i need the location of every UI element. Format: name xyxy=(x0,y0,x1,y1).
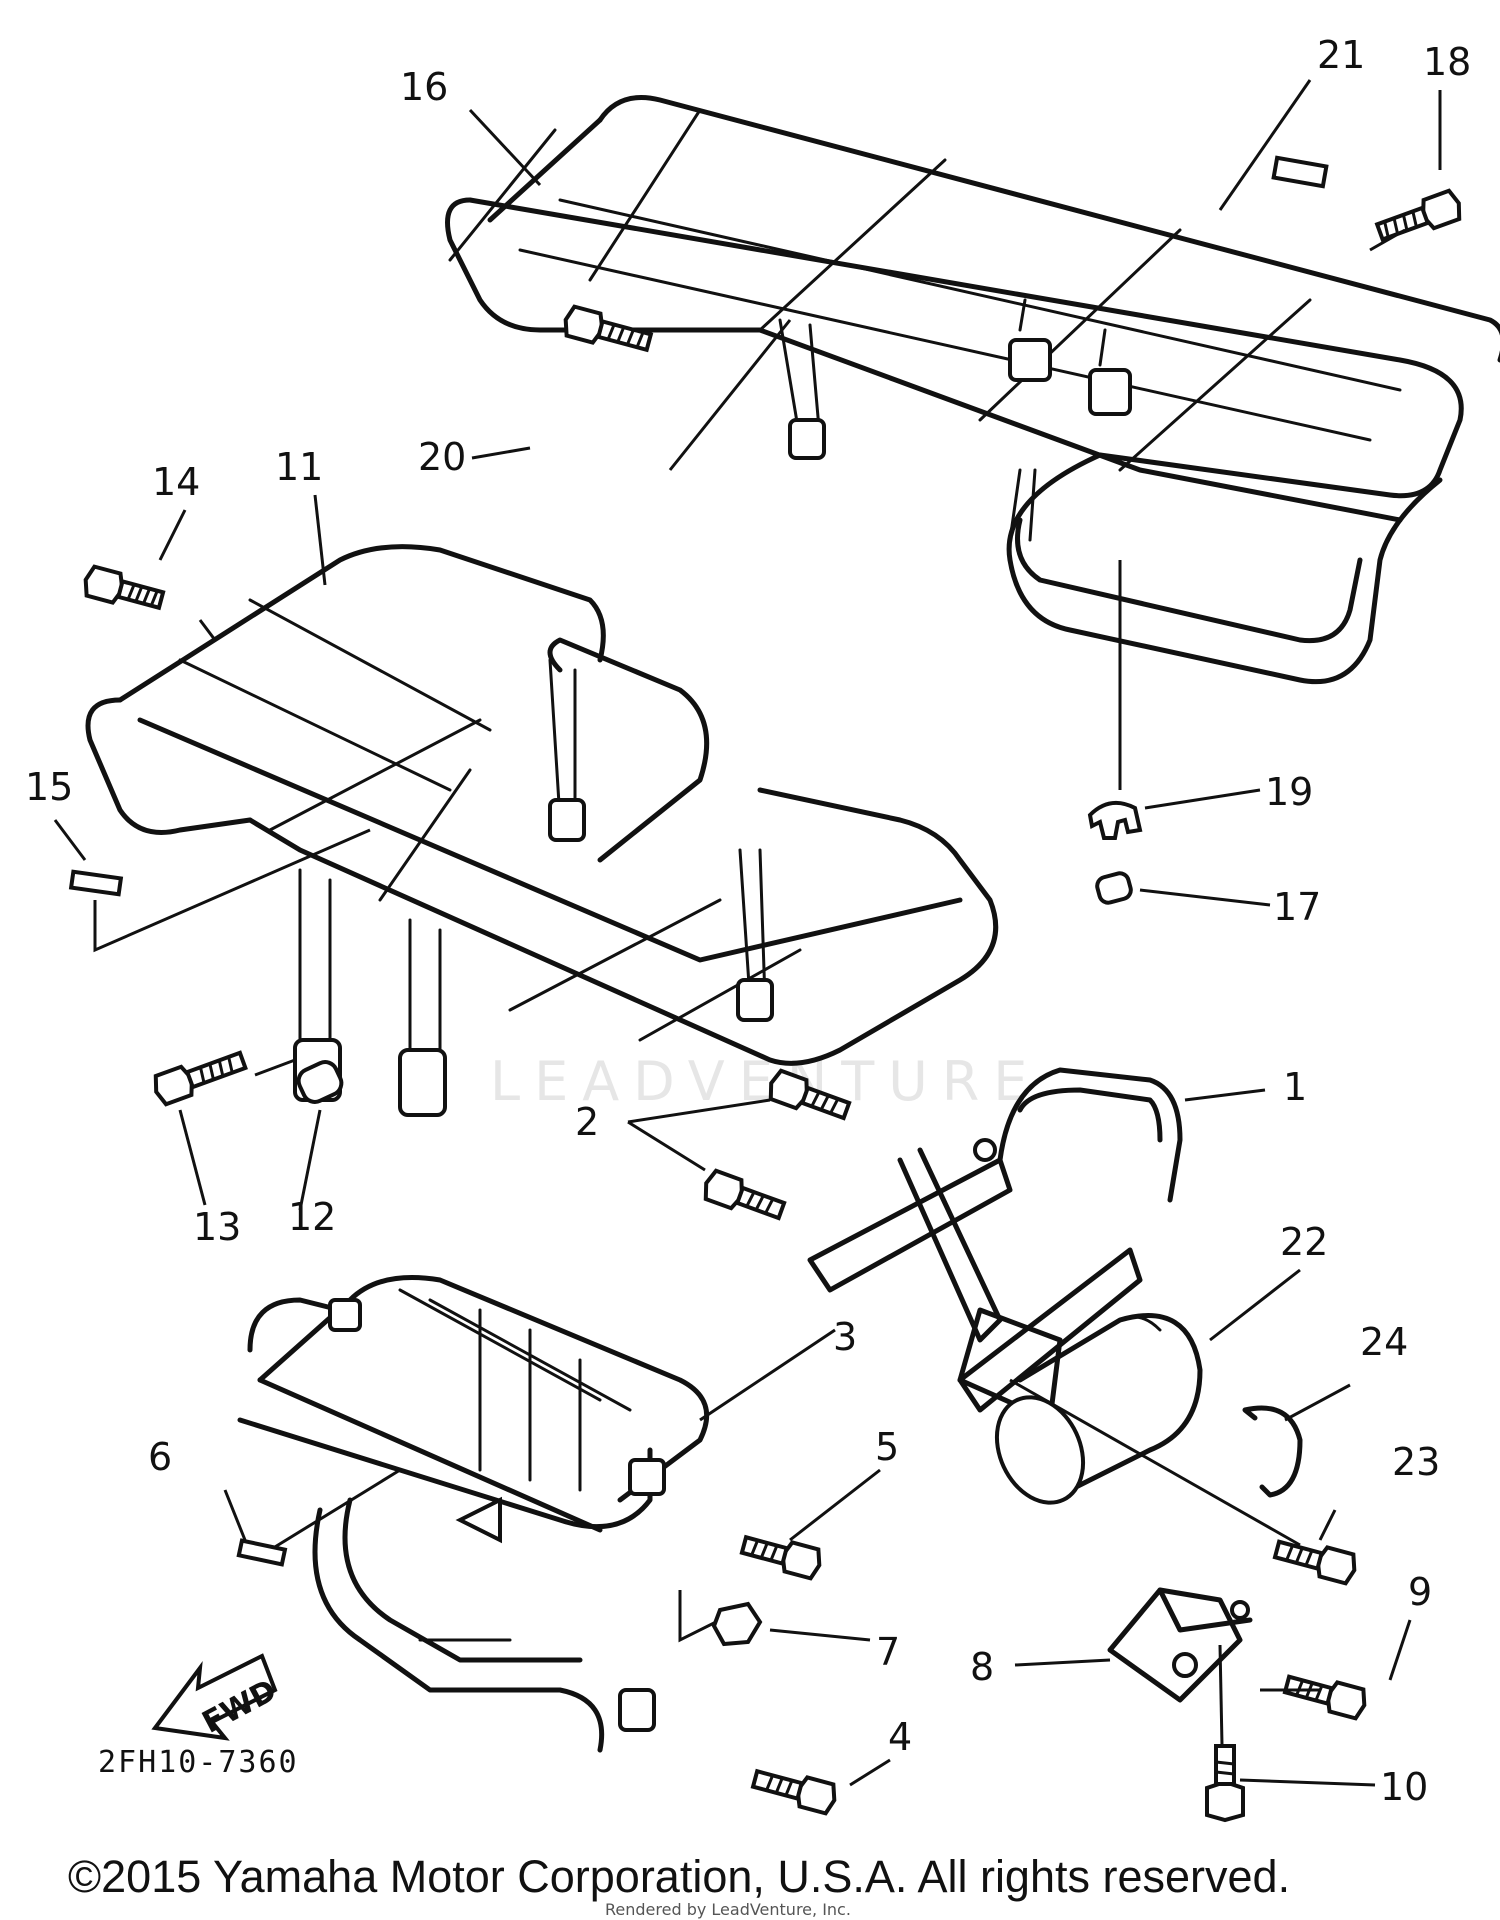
bolt-part-4 xyxy=(750,1768,837,1816)
callout-10: 10 xyxy=(1380,1765,1428,1809)
collar-part-12 xyxy=(296,1060,344,1104)
leader-20 xyxy=(668,319,792,471)
callout-12: 12 xyxy=(288,1195,336,1239)
callout-24: 24 xyxy=(1360,1320,1408,1364)
rear-carrier-part-16 xyxy=(445,95,1500,685)
nut-part-7 xyxy=(711,1601,763,1647)
callout-11: 11 xyxy=(275,445,323,489)
callout-17: 17 xyxy=(1273,885,1321,929)
bolt-part-23 xyxy=(1272,1539,1357,1586)
bolt-part-5 xyxy=(739,1534,822,1581)
callout-2: 2 xyxy=(575,1100,599,1144)
callout-19: 19 xyxy=(1265,770,1313,814)
leader-7 xyxy=(678,1590,721,1643)
callout-21: 21 xyxy=(1317,33,1365,77)
callout-22: 22 xyxy=(1280,1220,1328,1264)
bolt-part-20 xyxy=(563,304,654,353)
callout-4: 4 xyxy=(888,1715,912,1759)
callout-15: 15 xyxy=(25,765,73,809)
callout-6: 6 xyxy=(148,1435,172,1479)
clip-part-24 xyxy=(1242,1405,1303,1498)
leader-15 xyxy=(93,828,371,953)
label-part-21 xyxy=(1271,155,1329,189)
fwd-arrow-icon: FWD xyxy=(151,1653,282,1741)
callout-7: 7 xyxy=(876,1630,900,1674)
front-carrier-part-11 xyxy=(85,544,999,1117)
callout-18: 18 xyxy=(1423,40,1471,84)
bolt-part-14 xyxy=(83,564,166,611)
bolt-part-2a xyxy=(768,1068,852,1121)
callout-8: 8 xyxy=(970,1645,994,1689)
leader-10-axis xyxy=(1218,1644,1224,1746)
clip-part-19 xyxy=(1087,800,1143,840)
footer-note: Rendered by LeadVenture, Inc. xyxy=(605,1900,851,1919)
callout-9: 9 xyxy=(1408,1570,1432,1614)
label-part-6 xyxy=(236,1538,288,1567)
callout-3: 3 xyxy=(833,1315,857,1359)
callout-5: 5 xyxy=(875,1425,899,1469)
callout-20: 20 xyxy=(418,435,466,479)
leader-6 xyxy=(269,1468,401,1552)
bolt-part-13 xyxy=(153,1050,248,1107)
callout-16: 16 xyxy=(400,65,448,109)
leader-lines xyxy=(53,79,1442,1787)
drawing-reference: 2FH10-7360 xyxy=(98,1745,299,1780)
rear-stay-part-1 xyxy=(807,1067,1183,1423)
callout-numbers: 1 2 3 4 5 6 7 8 9 10 11 12 13 14 15 16 1… xyxy=(25,33,1471,1809)
cylinder-part-22 xyxy=(994,1313,1203,1505)
callout-14: 14 xyxy=(152,460,200,504)
collar-part-17 xyxy=(1095,871,1133,905)
front-guard-part-3 xyxy=(237,1275,710,1753)
bolt-part-10 xyxy=(1205,1744,1245,1823)
bolt-part-2b xyxy=(703,1168,787,1221)
callout-1: 1 xyxy=(1283,1065,1307,1109)
bracket-part-8 xyxy=(1107,1587,1253,1703)
bolt-part-18 xyxy=(1374,188,1462,242)
bolt-part-9 xyxy=(1282,1674,1367,1721)
callout-13: 13 xyxy=(193,1205,241,1249)
label-part-15 xyxy=(68,869,124,897)
copyright-notice: ©2015 Yamaha Motor Corporation, U.S.A. A… xyxy=(68,1851,1290,1902)
callout-23: 23 xyxy=(1392,1440,1440,1484)
